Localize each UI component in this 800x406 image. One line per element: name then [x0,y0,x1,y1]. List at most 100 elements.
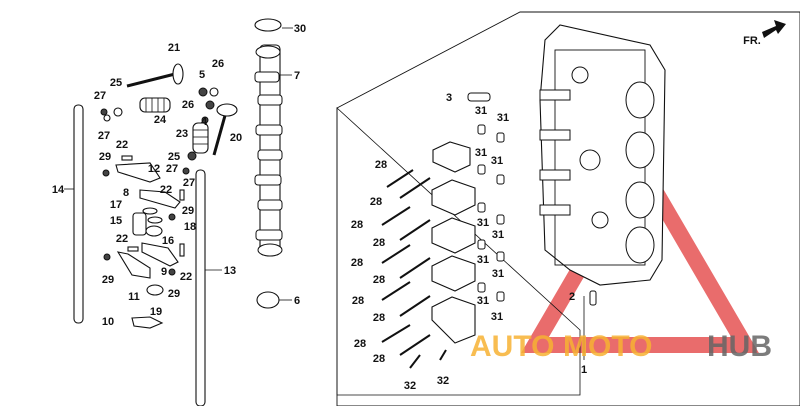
callout: 30 [294,23,306,35]
callout: 29 [99,151,111,163]
callout: 13 [224,265,236,277]
washer-18 [147,216,163,224]
front-direction-indicator: FR. [743,20,786,47]
diagram-shape [216,103,238,117]
diagram-shape [192,122,209,154]
callout: 27 [183,177,195,189]
diagram-shape: HUB [707,330,772,363]
diagram-shape [257,199,283,211]
callout: 31 [491,155,503,167]
diagram-shape [381,281,411,301]
callout: 27 [98,130,110,142]
callout: 16 [162,235,174,247]
diagram-shape [126,72,176,88]
diagram-shape [399,219,431,241]
diagram-shape [179,189,185,201]
watermark-text: AUTO MOTO HUB [470,330,772,363]
callout-labels: 21 25 26 5 27 27 26 4 24 23 20 22 29 25 … [52,23,587,392]
diagram-shape [539,89,571,101]
diagram-shape [103,114,111,122]
callout: 31 [477,217,489,229]
diagram-shape [477,239,486,250]
bolts [381,169,447,369]
rocker-arm-8 [139,189,181,209]
diagram-shape [381,324,411,343]
callout: 28 [370,196,382,208]
rocker-arm-9 [141,242,179,267]
diagram-shape [212,111,228,156]
callout: 22 [160,184,172,196]
bearing-6 [256,291,280,309]
callout: 31 [475,147,487,159]
diagram-shape [102,169,110,177]
valve-21 [126,63,184,88]
camshaft [254,18,293,309]
callout: 10 [102,316,114,328]
callout: 27 [166,163,178,175]
diagram-shape [591,211,609,229]
callout: 31 [492,268,504,280]
callout: 31 [477,254,489,266]
diagram-shape [255,45,281,59]
rocker-shaft-13 [195,169,206,406]
diagram-shape [399,334,431,356]
diagram-shape [496,214,505,225]
callout: 28 [351,219,363,231]
small-parts [100,87,219,276]
diagram-shape [496,132,505,143]
callout: 27 [94,90,106,102]
callout: 7 [294,70,300,82]
diagram-shape [467,92,491,102]
diagram-shape [431,296,476,344]
diagram-shape [172,63,184,85]
callout: 31 [477,295,489,307]
callout: 28 [373,312,385,324]
diagram-shape [254,71,280,83]
diagram-shape [127,246,139,252]
diagram-shape [477,124,486,135]
callout: 6 [294,295,300,307]
diagram-shape [205,100,215,110]
diagram-shape [168,213,176,221]
callout: 31 [475,105,487,117]
diagram-shape [168,268,176,276]
diagram-shape [255,229,283,241]
diagram-shape [254,174,282,186]
rocker-arm-10 [131,316,164,329]
diagram-shape [589,290,597,306]
diagram-shape [201,116,209,124]
diagram-shape [399,177,431,199]
collar-19 [146,284,164,296]
diagram-shape [477,164,486,175]
diagram-shape [254,45,283,257]
callout: 5 [199,69,205,81]
diagram-shape [193,129,208,145]
diagram-shape [579,149,601,171]
callout: 28 [373,353,385,365]
diagram-shape [431,217,476,254]
diagram-shape [113,107,123,117]
diagram-shape [571,66,589,84]
diagram-shape [145,98,165,112]
callout: 17 [110,199,122,211]
callout: 15 [110,215,122,227]
callout: 28 [373,237,385,249]
diagram-shape [179,243,185,257]
callout: 26 [182,99,194,111]
callout: 24 [154,114,167,126]
diagram-shape [431,255,476,292]
camshaft-holders [431,141,476,344]
cylinder-head [539,24,666,286]
diagram-shape [625,131,655,169]
callout: 28 [375,159,387,171]
diagram-shape [386,169,414,188]
diagram-shape [496,174,505,185]
callout: 11 [128,291,140,303]
washer-17 [142,207,158,215]
callout: 22 [180,271,192,283]
diagram-shape [539,204,571,216]
callout: 25 [168,151,180,163]
diagram-shape [187,151,197,161]
diagram-shape: AUTO [470,330,554,363]
